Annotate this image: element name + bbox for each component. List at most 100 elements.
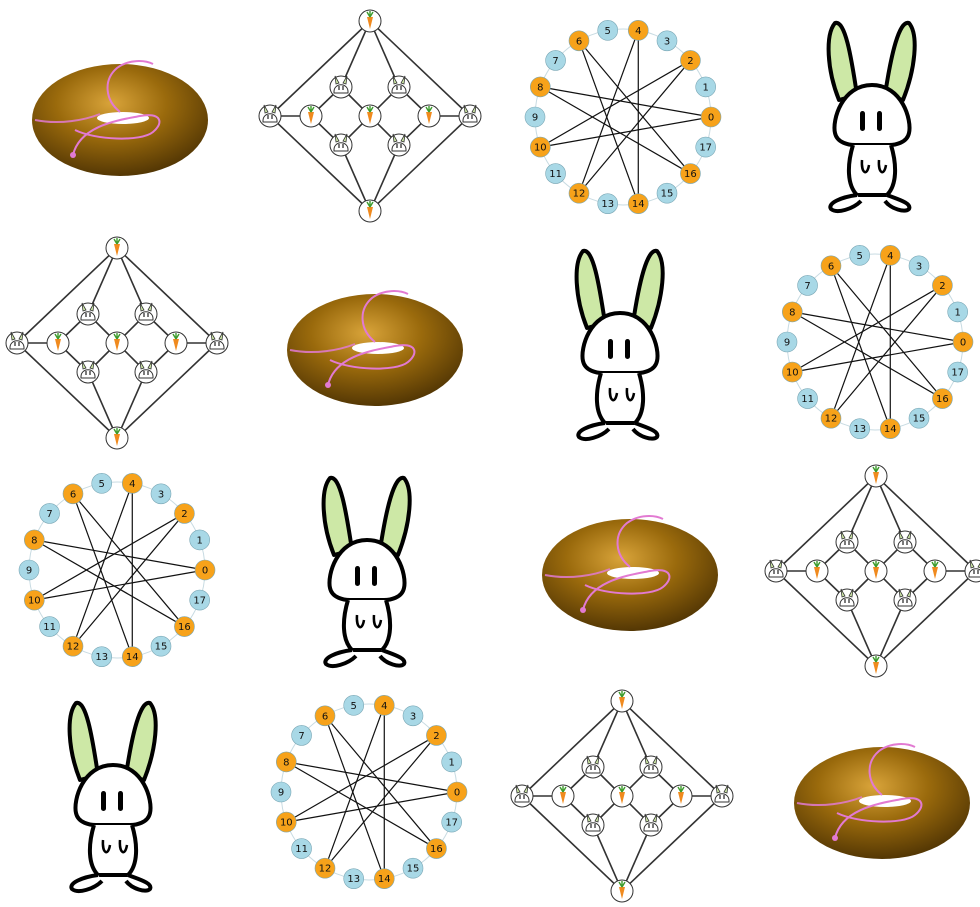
rabbit-face-icon <box>206 332 228 354</box>
rabbit-face-icon <box>894 531 916 553</box>
svg-text:16: 16 <box>178 622 191 633</box>
rabbit-face-icon <box>459 105 481 127</box>
tile-torus[interactable] <box>280 280 470 420</box>
svg-text:17: 17 <box>193 596 206 607</box>
tile-ring-graph[interactable]: 0 1 2 3 4 5 6 7 8 9 <box>264 690 474 895</box>
ring-graph-figure: 0 1 2 3 4 5 6 7 8 9 <box>264 690 474 895</box>
svg-text:3: 3 <box>410 711 416 722</box>
ring-graph-node: 8 <box>24 530 44 550</box>
ring-graph-node: 12 <box>821 408 841 428</box>
ring-graph-node: 14 <box>374 869 394 889</box>
ring-graph-node: 13 <box>850 419 870 439</box>
torus-figure <box>25 50 215 190</box>
ring-graph-node: 5 <box>598 20 618 40</box>
tile-bunny[interactable] <box>312 470 422 675</box>
svg-text:8: 8 <box>31 535 37 546</box>
carrot-icon <box>359 105 381 127</box>
ring-graph-node: 17 <box>190 590 210 610</box>
tile-bunny[interactable] <box>565 243 675 448</box>
svg-text:16: 16 <box>684 169 697 180</box>
svg-text:4: 4 <box>381 701 387 712</box>
svg-text:3: 3 <box>158 489 164 500</box>
ring-graph-node: 3 <box>151 484 171 504</box>
tile-ring-graph[interactable]: 0 1 2 3 4 5 6 7 8 9 <box>770 240 980 445</box>
svg-text:3: 3 <box>916 261 922 272</box>
svg-text:13: 13 <box>601 199 614 210</box>
ring-graph-edge <box>325 735 436 868</box>
svg-text:1: 1 <box>703 82 709 93</box>
svg-text:7: 7 <box>46 509 52 520</box>
rabbit-face-icon <box>894 589 916 611</box>
carrot-icon <box>359 10 381 32</box>
svg-text:8: 8 <box>789 307 795 318</box>
ring-graph-node: 4 <box>628 20 648 40</box>
rabbit-face-icon <box>77 361 99 383</box>
ring-graph-node: 9 <box>19 560 39 580</box>
ring-graph-node: 8 <box>782 302 802 322</box>
ring-graph-node: 9 <box>525 107 545 127</box>
ring-graph-node: 3 <box>403 706 423 726</box>
diamond-graph-figure <box>510 685 734 907</box>
carrot-icon <box>806 560 828 582</box>
tile-torus[interactable] <box>25 50 215 190</box>
svg-text:5: 5 <box>605 26 611 37</box>
ring-graph-node: 5 <box>344 695 364 715</box>
carrot-icon <box>611 785 633 807</box>
ring-graph-figure: 0 1 2 3 4 5 6 7 8 9 <box>12 468 222 673</box>
tile-diamond-graph[interactable] <box>258 5 482 227</box>
ring-graph-node: 13 <box>92 647 112 667</box>
tile-ring-graph[interactable]: 0 1 2 3 4 5 6 7 8 9 <box>518 15 728 220</box>
rabbit-face-icon <box>511 785 533 807</box>
ring-graph-node: 0 <box>447 782 467 802</box>
svg-text:1: 1 <box>955 307 961 318</box>
svg-text:7: 7 <box>298 731 304 742</box>
ring-graph-edge <box>579 60 690 193</box>
tile-torus[interactable] <box>787 733 977 873</box>
ring-graph-edge <box>831 266 890 429</box>
carrot-icon <box>106 332 128 354</box>
svg-text:2: 2 <box>181 509 187 520</box>
svg-text:17: 17 <box>699 143 712 154</box>
svg-text:12: 12 <box>573 189 586 200</box>
ring-graph-node: 6 <box>569 31 589 51</box>
tile-bunny[interactable] <box>58 695 168 900</box>
svg-text:14: 14 <box>884 424 897 435</box>
svg-text:6: 6 <box>576 36 582 47</box>
tile-diamond-graph[interactable] <box>510 685 734 907</box>
ring-graph-node: 0 <box>701 107 721 127</box>
ring-graph-node: 16 <box>174 617 194 637</box>
carrot-icon <box>611 690 633 712</box>
tile-bunny[interactable] <box>817 15 927 220</box>
tile-torus[interactable] <box>535 505 725 645</box>
svg-text:3: 3 <box>664 36 670 47</box>
tile-diamond-graph[interactable] <box>764 460 980 682</box>
tile-diamond-graph[interactable] <box>5 232 229 454</box>
svg-text:8: 8 <box>537 82 543 93</box>
svg-text:11: 11 <box>43 622 56 633</box>
ring-graph-figure: 0 1 2 3 4 5 6 7 8 9 <box>770 240 980 445</box>
carrot-icon <box>418 105 440 127</box>
ring-graph-node: 8 <box>276 752 296 772</box>
svg-text:12: 12 <box>67 642 80 653</box>
svg-text:13: 13 <box>853 424 866 435</box>
carrot-icon <box>47 332 69 354</box>
svg-text:6: 6 <box>70 489 76 500</box>
svg-text:12: 12 <box>825 414 838 425</box>
carrot-icon <box>865 465 887 487</box>
ring-graph-node: 3 <box>909 256 929 276</box>
ring-graph-node: 10 <box>24 590 44 610</box>
ring-graph-node: 7 <box>546 50 566 70</box>
ring-graph-node: 2 <box>174 503 194 523</box>
rabbit-face-icon <box>582 756 604 778</box>
svg-text:15: 15 <box>155 642 168 653</box>
ring-graph-node: 15 <box>657 183 677 203</box>
diamond-graph-figure <box>258 5 482 227</box>
rabbit-face-icon <box>640 756 662 778</box>
ring-graph-node: 2 <box>426 725 446 745</box>
ring-graph-edge <box>579 30 638 193</box>
tile-ring-graph[interactable]: 0 1 2 3 4 5 6 7 8 9 <box>12 468 222 673</box>
ring-graph-node: 1 <box>696 77 716 97</box>
rabbit-face-icon <box>135 303 157 325</box>
ring-graph-node: 14 <box>880 419 900 439</box>
svg-text:9: 9 <box>26 566 32 577</box>
